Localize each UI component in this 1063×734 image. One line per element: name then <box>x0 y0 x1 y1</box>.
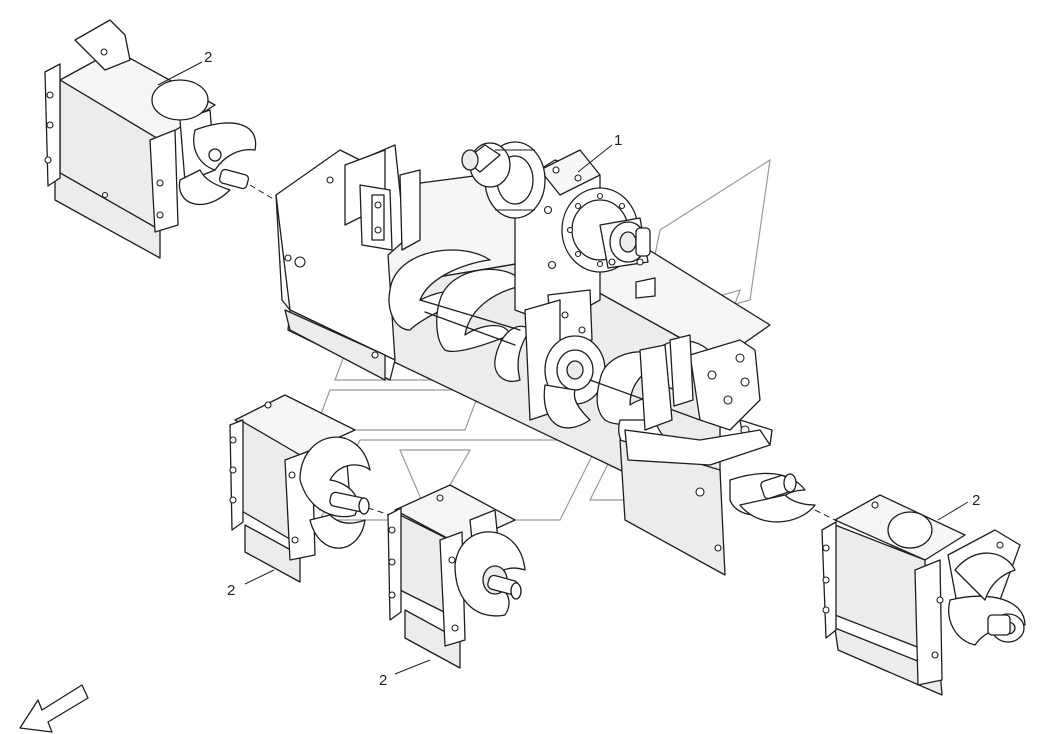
leader-line-2-mid-left <box>244 569 275 585</box>
callout-2-mid-left: 2 <box>227 582 235 599</box>
auger-section-mid-center <box>387 484 526 669</box>
auger-section-mid-left <box>229 394 391 583</box>
direction-arrow <box>19 684 89 733</box>
main-assembly <box>275 141 836 576</box>
leader-line-2-right <box>937 501 969 521</box>
callout-2-mid-center: 2 <box>379 672 387 689</box>
callout-2-right: 2 <box>972 492 980 509</box>
auger-section-top-left <box>44 19 276 259</box>
auger-section-right <box>821 494 1026 696</box>
leader-line-2-mid-center <box>394 659 431 675</box>
callout-1-main-assembly: 1 <box>614 132 622 149</box>
callout-2-top-left: 2 <box>204 49 212 66</box>
leader-line-1 <box>577 144 613 173</box>
leader-line-2-top-left <box>157 61 203 86</box>
